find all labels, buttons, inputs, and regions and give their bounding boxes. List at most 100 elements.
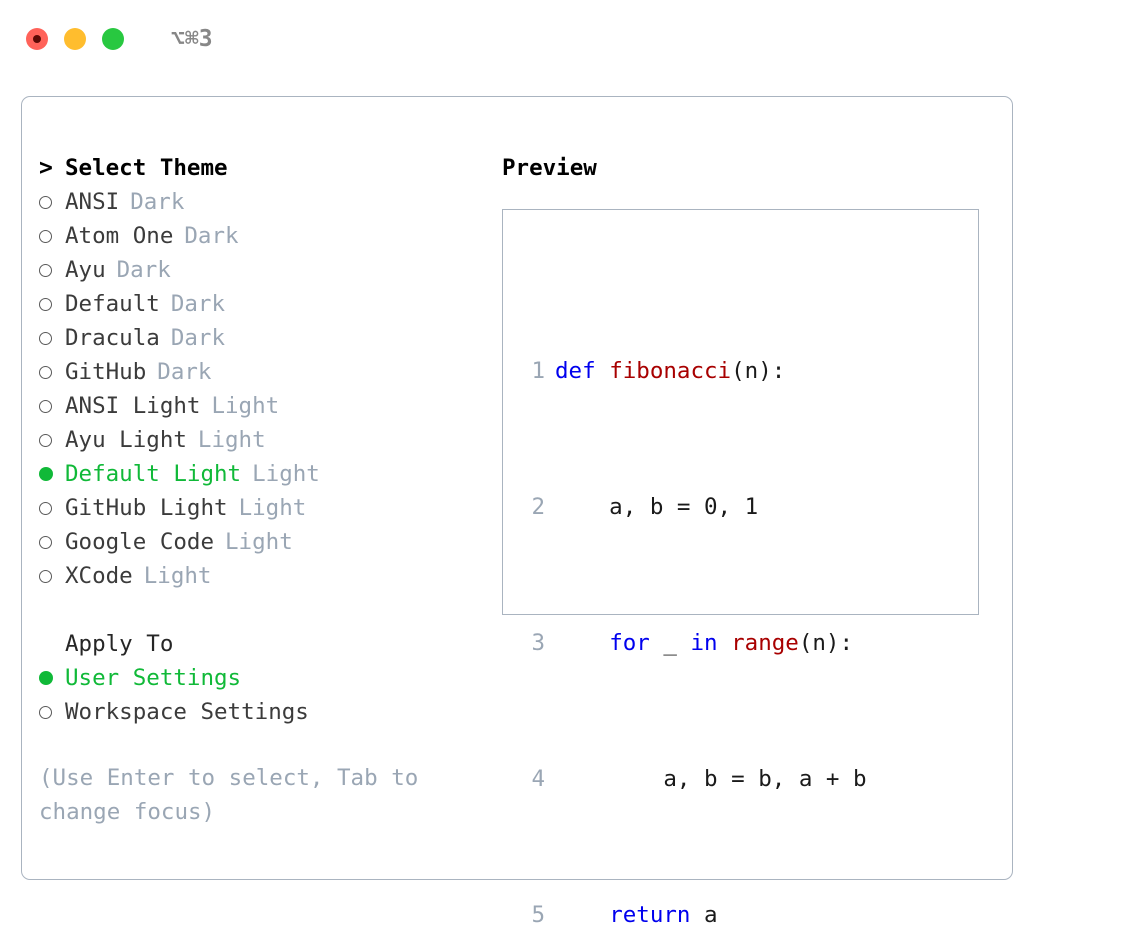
- code-line: 3 for _ in range(n):: [517, 626, 894, 660]
- theme-tag: Light: [197, 427, 266, 453]
- preview-box: 1 def fibonacci(n): 2 a, b = 0, 1 3 for …: [502, 209, 979, 928]
- theme-tag: Light: [211, 393, 280, 419]
- code-token: a: [690, 902, 718, 928]
- line-number: 2: [531, 494, 545, 520]
- maximize-button[interactable]: [102, 28, 124, 50]
- radio-unselected-icon[interactable]: [39, 297, 65, 311]
- code-token: [555, 898, 609, 932]
- code-token: in: [690, 630, 718, 656]
- code-token: def: [555, 358, 610, 384]
- code-line: 5 return a: [517, 898, 894, 932]
- theme-list-item-ansi-light[interactable]: ANSI Light Light: [39, 389, 509, 423]
- theme-name: GitHub Light: [65, 495, 228, 521]
- title-bar: ⌥⌘3: [0, 0, 1140, 78]
- theme-tag: Dark: [184, 223, 239, 249]
- radio-unselected-icon[interactable]: [39, 195, 65, 209]
- radio-unselected-icon[interactable]: [39, 229, 65, 243]
- caret-icon: >: [39, 154, 53, 181]
- line-number: 3: [531, 630, 545, 656]
- code-line: 4 a, b = b, a + b: [517, 762, 894, 796]
- radio-unselected-icon[interactable]: [39, 569, 65, 583]
- theme-name: Google Code: [65, 529, 215, 555]
- theme-selector-column: > Select Theme ANSI Dark Atom One Dark: [39, 151, 509, 729]
- theme-list-item-atom-one[interactable]: Atom One Dark: [39, 219, 509, 253]
- apply-to-workspace-settings[interactable]: Workspace Settings: [39, 695, 509, 729]
- theme-list-item-ansi[interactable]: ANSI Dark: [39, 185, 509, 219]
- theme-name: Dracula: [65, 325, 160, 351]
- theme-name: Ayu Light: [65, 427, 187, 453]
- radio-unselected-icon[interactable]: [39, 331, 65, 345]
- page-title: Select Theme: [65, 155, 228, 181]
- code-token: a, b = b, a + b: [555, 766, 867, 792]
- code-token: (n):: [731, 358, 786, 384]
- theme-list-item-ayu[interactable]: Ayu Dark: [39, 253, 509, 287]
- theme-list-item-dracula[interactable]: Dracula Dark: [39, 321, 509, 355]
- theme-tag: Light: [238, 495, 307, 521]
- theme-tag: Light: [225, 529, 293, 555]
- theme-list-item-github-light[interactable]: GitHub Light Light: [39, 491, 509, 525]
- theme-tag: Dark: [157, 359, 212, 385]
- line-number: 1: [531, 358, 545, 384]
- theme-list-item-ayu-light[interactable]: Ayu Light Light: [39, 423, 509, 457]
- theme-list-item-github[interactable]: GitHub Dark: [39, 355, 509, 389]
- theme-list-item-default[interactable]: Default Dark: [39, 287, 509, 321]
- radio-unselected-icon[interactable]: [39, 399, 65, 413]
- theme-list-item-xcode[interactable]: XCode Light: [39, 559, 509, 593]
- theme-name: Ayu: [65, 257, 106, 283]
- theme-tag: Dark: [170, 325, 226, 351]
- code-token: _: [649, 630, 691, 656]
- theme-tag: Dark: [170, 291, 226, 317]
- line-number: 4: [531, 766, 545, 792]
- line-number: 5: [531, 902, 545, 928]
- code-token: (n):: [798, 630, 854, 656]
- theme-tag: Dark: [116, 257, 171, 283]
- theme-name: ANSI: [65, 189, 120, 215]
- preview-column: Preview 1 def fibonacci(n): 2 a, b = 0, …: [502, 151, 1002, 928]
- radio-unselected-icon[interactable]: [39, 263, 65, 277]
- code-line: 1 def fibonacci(n):: [517, 354, 894, 388]
- radio-unselected-icon[interactable]: [39, 501, 65, 515]
- theme-name: ANSI Light: [65, 393, 201, 419]
- code-token: [718, 626, 732, 660]
- apply-to-option-label: Workspace Settings: [65, 699, 309, 725]
- theme-tag: Light: [143, 563, 212, 589]
- apply-to-label: Apply To: [65, 631, 174, 657]
- code-token: a, b = 0, 1: [555, 494, 759, 520]
- code-line: 2 a, b = 0, 1: [517, 490, 894, 524]
- theme-name: GitHub: [65, 359, 147, 385]
- keyboard-shortcut-label: ⌥⌘3: [171, 25, 213, 52]
- radio-unselected-icon[interactable]: [39, 433, 65, 447]
- apply-to-user-settings[interactable]: User Settings: [39, 661, 509, 695]
- minimize-button[interactable]: [64, 28, 86, 50]
- theme-name: Default: [65, 291, 160, 317]
- apply-to-section: Apply To User Settings Workspace Setting…: [39, 627, 509, 729]
- keyboard-hint-text: (Use Enter to select, Tab to change focu…: [39, 765, 419, 825]
- preview-title: Preview: [502, 155, 597, 181]
- radio-unselected-icon[interactable]: [39, 535, 65, 549]
- theme-tag: Dark: [130, 189, 185, 215]
- theme-tag: Light: [252, 461, 320, 487]
- radio-selected-icon[interactable]: [39, 467, 65, 481]
- code-token: range: [731, 630, 799, 656]
- main-panel: > Select Theme ANSI Dark Atom One Dark: [21, 96, 1013, 928]
- traffic-lights: [26, 28, 124, 50]
- apply-to-heading: Apply To: [39, 627, 509, 661]
- code-token: fibonacci: [609, 358, 732, 384]
- code-token: return: [609, 902, 691, 928]
- theme-name: Atom One: [65, 223, 174, 249]
- theme-list-item-google-code[interactable]: Google Code Light: [39, 525, 509, 559]
- radio-selected-icon[interactable]: [39, 671, 65, 685]
- code-token: for: [609, 630, 650, 656]
- theme-name: XCode: [65, 563, 133, 589]
- code-token: [555, 626, 609, 660]
- code-preview: 1 def fibonacci(n): 2 a, b = 0, 1 3 for …: [517, 252, 894, 934]
- radio-unselected-icon[interactable]: [39, 365, 65, 379]
- list-spacer: [39, 593, 509, 627]
- theme-name: Default Light: [65, 461, 242, 487]
- close-button[interactable]: [26, 28, 48, 50]
- select-theme-header: > Select Theme: [39, 151, 509, 185]
- theme-list-item-default-light[interactable]: Default Light Light: [39, 457, 509, 491]
- radio-unselected-icon[interactable]: [39, 705, 65, 719]
- apply-to-option-label: User Settings: [65, 665, 242, 691]
